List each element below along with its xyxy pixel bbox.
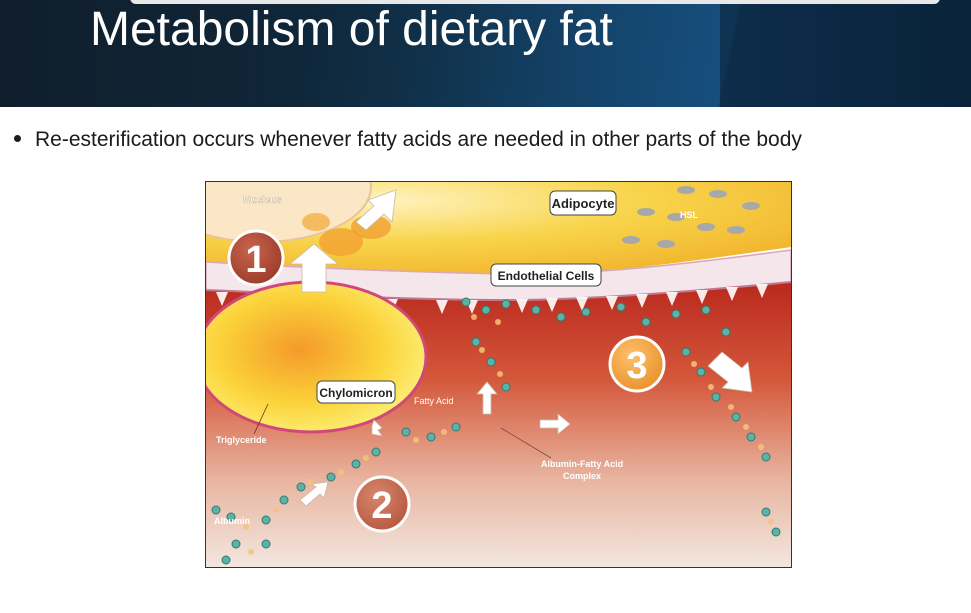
svg-text:1: 1	[245, 239, 266, 281]
triglyceride-label: Triglyceride	[216, 435, 267, 445]
svg-text:Chylomicron: Chylomicron	[319, 386, 392, 400]
endothelial-label: Endothelial Cells	[490, 263, 602, 287]
svg-text:3: 3	[626, 345, 647, 387]
svg-text:Adipocyte: Adipocyte	[552, 196, 615, 211]
albumin-label: Albumin	[214, 516, 250, 526]
svg-text:2: 2	[371, 485, 392, 527]
step-2-badge: 2	[353, 475, 411, 533]
hsl-label: HSL	[680, 210, 699, 220]
bullet-point: Re-esterification occurs whenever fatty …	[14, 128, 802, 152]
step-3-badge: 3	[608, 335, 666, 393]
banner-decoration	[720, 0, 971, 107]
chylomicron-label: Chylomicron	[316, 380, 396, 404]
nucleus-label: Nucleus	[243, 195, 282, 206]
bullet-text: Re-esterification occurs whenever fatty …	[35, 128, 802, 151]
slide-title: Metabolism of dietary fat	[90, 3, 613, 56]
fat-metabolism-figure: 1 2 3 Adipocyte Endothelial Cells Chylom…	[205, 181, 792, 568]
chylomicron-shape	[206, 280, 428, 434]
complex-label-line2: Complex	[563, 471, 601, 481]
step-1-badge: 1	[227, 229, 285, 287]
complex-label-line1: Albumin-Fatty Acid	[541, 459, 623, 469]
svg-text:Endothelial Cells: Endothelial Cells	[498, 269, 595, 283]
fatty-acid-label: Fatty Acid	[414, 396, 454, 406]
adipocyte-label: Adipocyte	[549, 190, 617, 216]
title-banner: Metabolism of dietary fat	[0, 0, 971, 107]
top-bar	[130, 0, 940, 4]
albumin-particles	[211, 297, 781, 565]
bullet-icon	[14, 134, 21, 142]
arrow-icon	[288, 189, 753, 507]
